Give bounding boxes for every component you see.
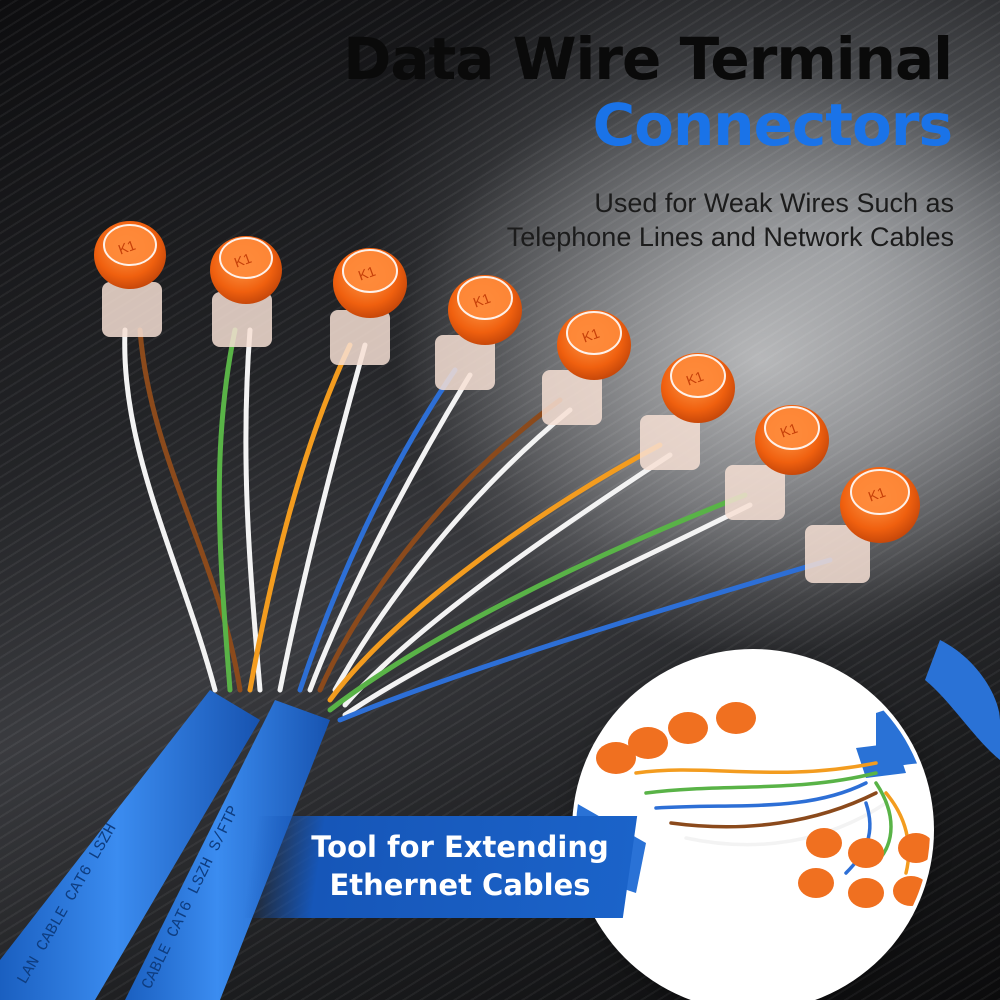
connector-7: K1	[725, 405, 829, 520]
connector-8-label: K1	[866, 484, 888, 505]
connector-5: K1	[542, 310, 631, 425]
connector-4-label: K1	[471, 290, 493, 311]
connector-8: K1	[805, 467, 920, 583]
connector-4: K1	[435, 275, 522, 390]
connector-5-label: K1	[580, 325, 602, 346]
connector-2-label: K1	[232, 250, 254, 271]
connector-3: K1	[330, 248, 407, 365]
connector-6: K1	[640, 353, 735, 470]
connector-6-label: K1	[684, 368, 706, 389]
title-line-1: Data Wire Terminal	[343, 25, 953, 93]
subtitle-line-1: Used for Weak Wires Such as	[594, 188, 954, 218]
blue-cable-edge	[925, 640, 1000, 760]
banner-line-2: Ethernet Cables	[329, 868, 591, 902]
connector-2: K1	[210, 236, 282, 347]
connector-1: K1	[94, 221, 166, 337]
title-line-2: Connectors	[592, 91, 953, 159]
inset-circle	[576, 653, 930, 1000]
subtitle-line-2: Telephone Lines and Network Cables	[506, 222, 954, 252]
connector-3-label: K1	[356, 263, 378, 284]
inset-connectors	[596, 702, 930, 908]
connector-1-label: K1	[116, 237, 138, 258]
banner: Tool for Extending Ethernet Cables	[300, 828, 620, 904]
wire-bundle	[122, 327, 833, 723]
connector-7-label: K1	[778, 420, 800, 441]
subtitle: Used for Weak Wires Such as Telephone Li…	[434, 186, 954, 254]
banner-line-1: Tool for Extending	[311, 830, 609, 864]
